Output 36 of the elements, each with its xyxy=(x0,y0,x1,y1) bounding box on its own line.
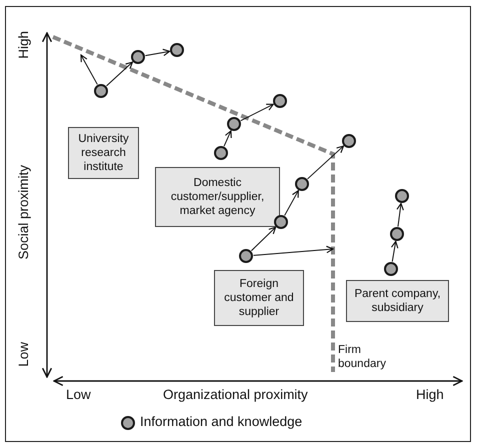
axis-label: Low xyxy=(66,387,91,402)
knowledge-circle xyxy=(384,262,398,276)
arrow xyxy=(396,202,404,228)
arrow xyxy=(284,190,299,216)
arrow xyxy=(106,62,134,86)
arrow xyxy=(224,130,232,147)
arrow xyxy=(390,240,398,262)
axis-title: Social proximity xyxy=(16,165,31,260)
knowledge-circle xyxy=(274,215,288,229)
knowledge-circle xyxy=(214,146,228,160)
boundary-label: Firm boundary xyxy=(338,343,387,371)
arrow xyxy=(250,226,276,252)
category-box: University research institute xyxy=(68,127,139,179)
category-box: Foreign customer and supplier xyxy=(214,270,304,326)
knowledge-circle xyxy=(131,50,145,64)
category-box: Parent company, subsidiary xyxy=(346,280,449,322)
knowledge-circle xyxy=(295,177,309,191)
knowledge-circle xyxy=(94,84,108,98)
knowledge-circle xyxy=(395,189,409,203)
axis-title: Organizational proximity xyxy=(163,387,308,402)
category-box: Domestic customer/supplier, market agency xyxy=(155,167,280,227)
knowledge-circle xyxy=(342,134,356,148)
legend-text: Information and knowledge xyxy=(140,414,302,429)
axis-label: Low xyxy=(16,342,31,367)
arrow xyxy=(144,48,170,56)
arrow xyxy=(307,146,344,180)
axis-label: High xyxy=(416,387,444,402)
knowledge-circle xyxy=(239,249,253,263)
knowledge-circle xyxy=(390,227,404,241)
arrow xyxy=(252,246,334,256)
arrow xyxy=(80,54,98,85)
arrow xyxy=(240,104,274,122)
axis-label: High xyxy=(16,31,31,59)
knowledge-circle xyxy=(273,94,287,108)
knowledge-circle xyxy=(170,43,184,57)
knowledge-circle xyxy=(227,117,241,131)
